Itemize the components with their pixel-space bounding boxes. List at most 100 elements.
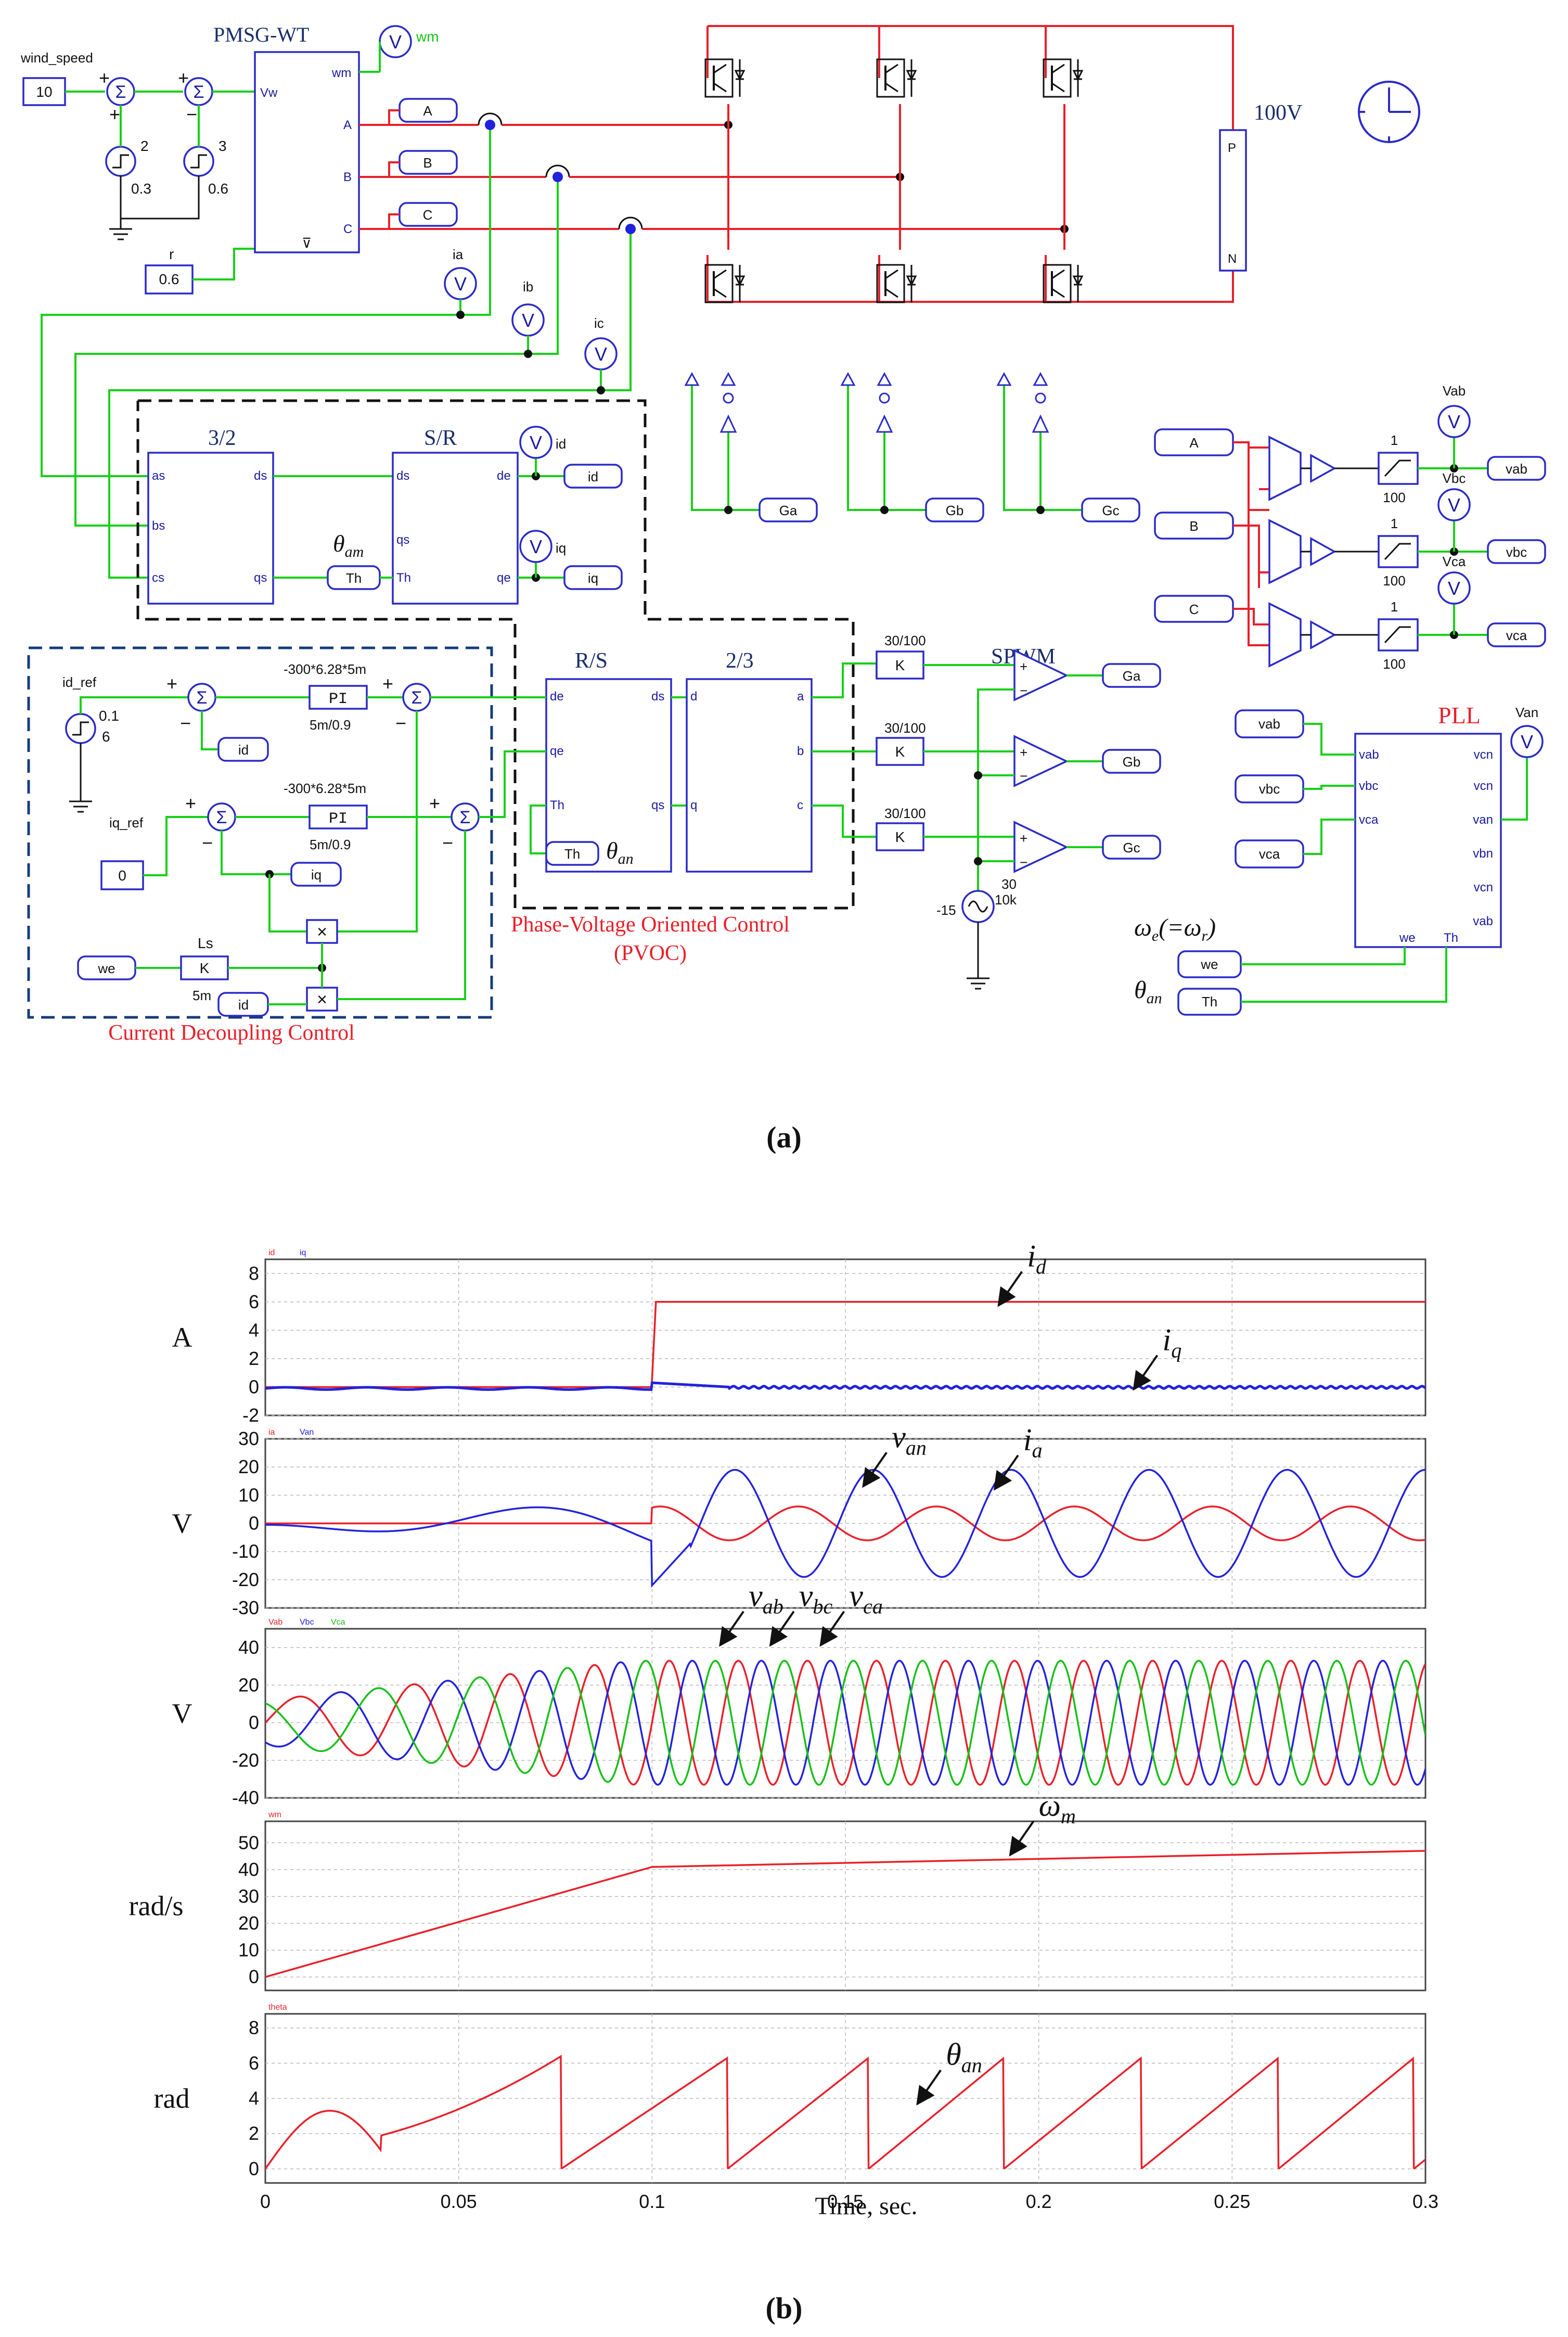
svg-text:van: van xyxy=(1473,813,1493,827)
svg-text:id_ref: id_ref xyxy=(62,674,97,690)
svg-text:Vca: Vca xyxy=(1443,554,1466,569)
svg-text:2: 2 xyxy=(140,138,149,154)
tag-gc-1 xyxy=(1081,497,1140,522)
ls-gain[interactable] xyxy=(180,955,229,980)
wind-speed-const[interactable] xyxy=(22,77,66,106)
meter-id xyxy=(519,426,552,459)
iq-ref-const[interactable] xyxy=(100,860,144,890)
svg-text:c: c xyxy=(797,798,803,812)
block-23-title: 2/3 xyxy=(726,649,754,673)
svg-text:1: 1 xyxy=(1391,432,1398,448)
svg-text:qe: qe xyxy=(497,571,511,585)
svg-text:+: + xyxy=(185,793,196,814)
y-axis-label: V xyxy=(172,1698,192,1729)
tag-gb-1 xyxy=(925,497,984,522)
series-vab xyxy=(265,1659,1425,1786)
transform-32-block[interactable] xyxy=(147,452,274,605)
wind-speed-label: wind_speed xyxy=(20,50,93,66)
series-vbc xyxy=(265,1659,1425,1786)
we-note: ωe(=ωr) xyxy=(1134,914,1216,944)
svg-text:−: − xyxy=(180,712,191,734)
svg-text:3: 3 xyxy=(219,138,227,154)
y-tick-label: -40 xyxy=(232,1787,259,1808)
dc-voltage-label: 100V xyxy=(1254,101,1302,125)
igbt-a-high xyxy=(704,58,745,98)
pll-block[interactable] xyxy=(1354,733,1502,948)
svg-text:5m/0.9: 5m/0.9 xyxy=(310,837,351,852)
svg-text:vca: vca xyxy=(1359,813,1379,827)
series-iq xyxy=(265,1381,1425,1391)
svg-text:Vab: Vab xyxy=(1443,383,1466,399)
svg-text:1: 1 xyxy=(1391,599,1398,615)
plot-frame xyxy=(264,1820,1426,1991)
y-tick-label: 20 xyxy=(238,1674,259,1695)
svg-text:10k: 10k xyxy=(995,892,1017,908)
svg-text:0.3: 0.3 xyxy=(131,181,151,197)
spwm-gain-c[interactable] xyxy=(876,822,924,851)
legend-entry: Vca xyxy=(331,1618,345,1627)
y-axis-label: A xyxy=(172,1322,192,1353)
svg-text:vcn: vcn xyxy=(1474,779,1493,793)
svg-text:−: − xyxy=(442,832,453,853)
tag-th-rs xyxy=(545,841,599,866)
y-tick-label: 0 xyxy=(249,1376,259,1397)
svg-text:K: K xyxy=(200,960,210,976)
filter-ab[interactable] xyxy=(1378,452,1419,485)
svg-text:ic: ic xyxy=(594,315,604,331)
filter-bc[interactable] xyxy=(1378,535,1419,568)
meter-ic xyxy=(584,337,618,371)
svg-text:Th: Th xyxy=(550,798,564,812)
sum-id xyxy=(187,683,216,712)
x-tick-label: 0.25 xyxy=(1214,2191,1250,2212)
svg-text:vab: vab xyxy=(1359,748,1379,762)
y-tick-label: 30 xyxy=(238,1885,259,1907)
svg-text:a: a xyxy=(797,689,804,704)
svg-text:we: we xyxy=(1200,956,1218,972)
pi-controller-q[interactable] xyxy=(309,804,368,829)
svg-text:B: B xyxy=(1189,518,1198,534)
pvoc-label-line2: (PVOC) xyxy=(614,941,687,965)
x-tick-label: 0.05 xyxy=(441,2191,477,2212)
svg-text:A: A xyxy=(423,103,432,119)
r-const[interactable] xyxy=(145,264,194,295)
svg-text:0: 0 xyxy=(118,867,126,884)
svg-text:30/100: 30/100 xyxy=(884,806,926,821)
svg-text:A: A xyxy=(1189,435,1199,451)
svg-text:we: we xyxy=(97,961,115,976)
y-tick-label: 20 xyxy=(238,1456,259,1477)
sum-vd xyxy=(402,683,431,712)
block-32-title: 3/2 xyxy=(208,426,236,450)
svg-text:B: B xyxy=(343,170,352,184)
svg-text:Th: Th xyxy=(564,846,580,862)
svg-text:C: C xyxy=(423,207,433,223)
transform-sr-block[interactable] xyxy=(392,452,519,605)
pi-controller-d[interactable] xyxy=(309,685,368,710)
igbt-a-low xyxy=(704,264,745,303)
transform-23-block[interactable] xyxy=(686,678,813,873)
transform-rs-block[interactable] xyxy=(545,678,672,873)
pmsg-wt-block[interactable] xyxy=(254,51,360,253)
y-tick-label: 10 xyxy=(238,1939,259,1961)
svg-text:ia: ia xyxy=(453,247,464,262)
svg-text:PI: PI xyxy=(329,691,348,708)
series-annotation: id xyxy=(1027,1239,1047,1279)
svg-text:⊽: ⊽ xyxy=(302,235,312,251)
y-tick-label: 6 xyxy=(249,1291,259,1312)
series-ia xyxy=(265,1505,1425,1541)
legend-entry: Vbc xyxy=(300,1618,314,1627)
y-tick-label: 2 xyxy=(249,2123,259,2144)
sum-wind-2 xyxy=(184,77,213,106)
filter-ca[interactable] xyxy=(1378,618,1419,652)
x-tick-label: 0.1 xyxy=(639,2191,665,2212)
tag-id-fb xyxy=(217,737,269,762)
meter-van xyxy=(1510,725,1544,758)
tag-iq-fb xyxy=(290,862,342,887)
x-tick-label: 0.15 xyxy=(827,2191,864,2212)
svg-text:+: + xyxy=(1020,831,1027,846)
svg-text:wm: wm xyxy=(331,66,351,80)
svg-text:B: B xyxy=(423,155,432,171)
svg-text:vab: vab xyxy=(1258,716,1280,732)
